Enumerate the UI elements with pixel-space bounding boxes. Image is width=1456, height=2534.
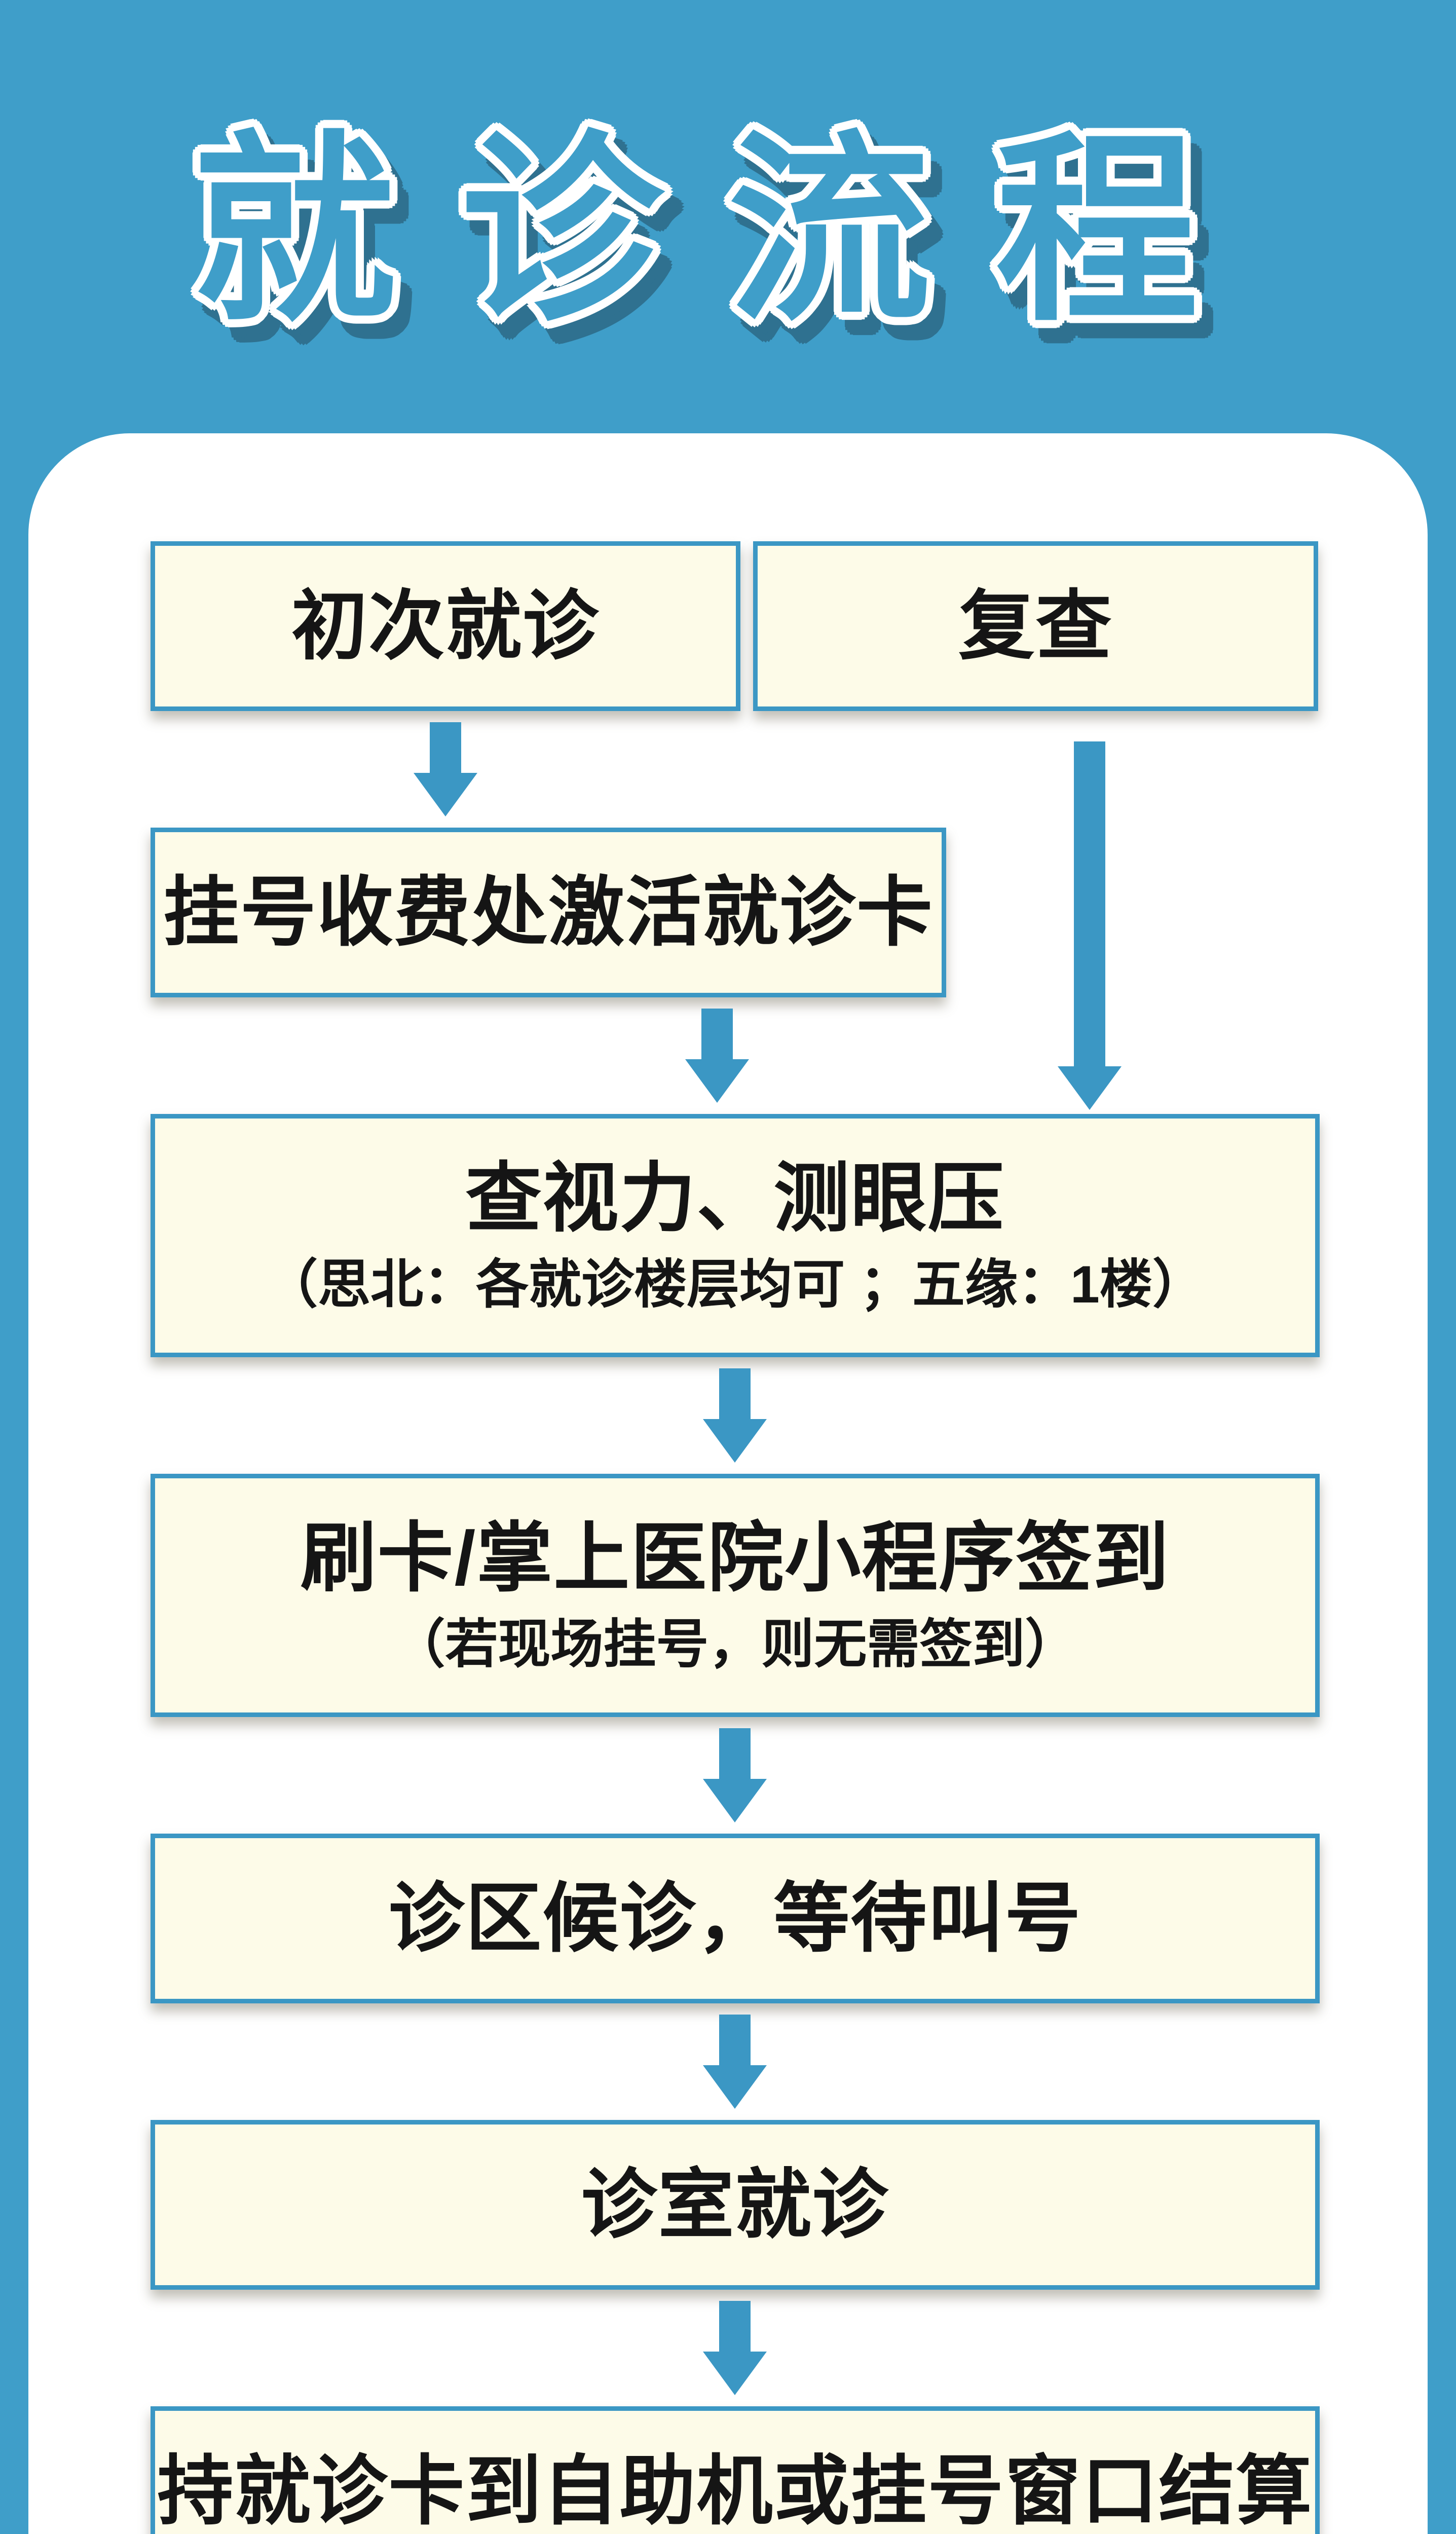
- arrow-head: [703, 1419, 767, 1463]
- step-label: 挂号收费处激活就诊卡: [163, 869, 934, 955]
- step-label: 复查: [958, 583, 1113, 668]
- arrow-checkin-to-waiting: [703, 1728, 767, 1822]
- page-title-text: 就诊流程: [193, 118, 1263, 344]
- step-box-waiting-area: 诊区候诊，等待叫号: [151, 1834, 1320, 2003]
- arrow-shaft: [719, 1368, 751, 1420]
- arrow-head: [703, 2352, 767, 2395]
- arrow-shaft: [1074, 741, 1105, 1067]
- step-label: 持就诊卡到自助机或挂号窗口结算: [157, 2448, 1313, 2533]
- step-label: 诊区候诊，等待叫号: [388, 1875, 1082, 1961]
- arrow-head: [685, 1059, 749, 1103]
- step-note: （若现场挂号，则无需签到）: [392, 1615, 1078, 1674]
- flow-panel: 初次就诊 复查 挂号收费处激活就诊卡 查视力、测眼压 （思北：各就诊楼层均可 ；…: [28, 433, 1428, 2534]
- arrow-head: [1058, 1066, 1122, 1110]
- step-note: （思北：各就诊楼层均可 ；五缘：1楼）: [265, 1255, 1205, 1315]
- arrow-activate-to-vision: [685, 1009, 749, 1103]
- arrow-shaft: [719, 2301, 751, 2352]
- step-box-first-visit: 初次就诊: [151, 541, 740, 711]
- arrow-followup-to-vision: [1058, 741, 1122, 1110]
- arrow-waiting-to-consult: [703, 2015, 767, 2109]
- step-label: 初次就诊: [291, 583, 600, 668]
- step-box-vision-iop: 查视力、测眼压 （思北：各就诊楼层均可 ；五缘：1楼）: [151, 1114, 1320, 1357]
- step-label: 诊室就诊: [581, 2162, 889, 2247]
- arrow-head: [703, 1779, 767, 1822]
- arrow-shaft: [719, 1728, 751, 1779]
- step-label: 查视力、测眼压: [465, 1155, 1005, 1241]
- page-title-shadow: 就诊流程: [204, 133, 1275, 359]
- arrow-consult-to-settle1: [703, 2301, 767, 2395]
- arrow-head: [414, 773, 477, 816]
- step-box-followup: 复查: [753, 541, 1318, 711]
- arrow-head: [703, 2065, 767, 2109]
- arrow-vision-to-checkin: [703, 1368, 767, 1463]
- step-label: 刷卡/掌上医院小程序签到: [300, 1515, 1170, 1600]
- arrow-first-visit-to-activate: [414, 722, 477, 816]
- step-box-settle-1: 持就诊卡到自助机或挂号窗口结算: [151, 2406, 1320, 2534]
- arrow-shaft: [701, 1009, 733, 1060]
- step-box-checkin: 刷卡/掌上医院小程序签到 （若现场挂号，则无需签到）: [151, 1474, 1320, 1717]
- arrow-shaft: [719, 2015, 751, 2066]
- step-box-activate-card: 挂号收费处激活就诊卡: [151, 828, 946, 997]
- page-title: 就诊流程 就诊流程: [0, 130, 1456, 368]
- step-box-consult-room: 诊室就诊: [151, 2120, 1320, 2290]
- arrow-shaft: [430, 722, 461, 773]
